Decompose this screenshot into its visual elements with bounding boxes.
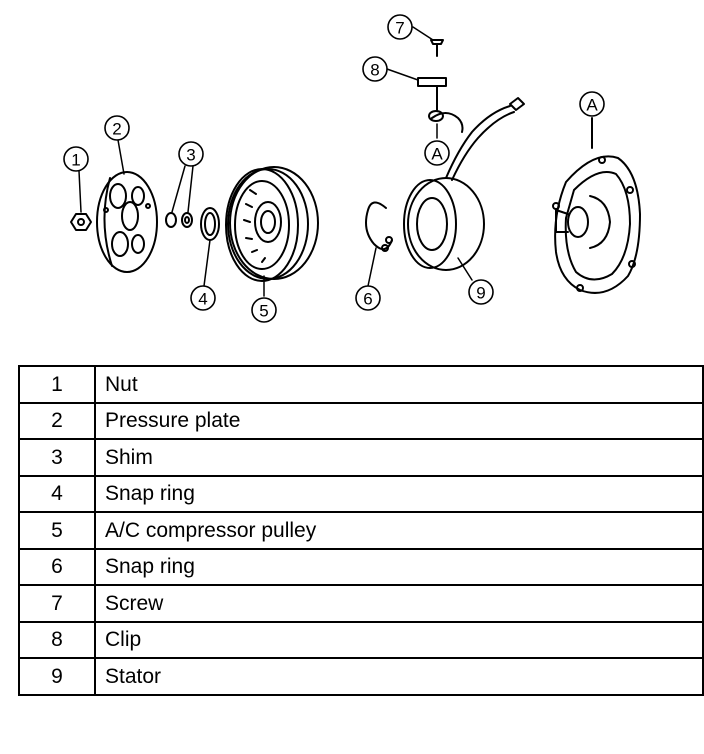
- stator-part: [403, 97, 525, 271]
- snap-ring-part-4: [200, 207, 220, 241]
- callout-5-circle: [251, 297, 277, 323]
- part-name-cell: Snap ring: [94, 474, 704, 513]
- exploded-view-diagram: 1 2 3 4 5 6 7 8 9 A A: [63, 14, 641, 323]
- callout-9-circle: [468, 279, 494, 305]
- callout-8-label: 8: [370, 61, 379, 80]
- pressure-plate-part: [96, 171, 158, 273]
- callout-9-label: 9: [476, 284, 485, 303]
- part-number-cell: 3: [18, 438, 96, 477]
- part-name-cell: Stator: [94, 657, 704, 696]
- callout-3-circle: [178, 141, 204, 167]
- part-name-cell: Clip: [94, 620, 704, 659]
- callout-2-label: 2: [112, 120, 121, 139]
- table-row: 8 Clip: [18, 620, 704, 659]
- shim-part: [165, 212, 193, 228]
- part-number-cell: 9: [18, 657, 96, 696]
- callout-6-label: 6: [363, 290, 372, 309]
- part-number-cell: 4: [18, 474, 96, 513]
- part-number-cell: 5: [18, 511, 96, 550]
- callout-6-circle: [355, 285, 381, 311]
- part-number-cell: 2: [18, 401, 96, 440]
- part-name-cell: A/C compressor pulley: [94, 511, 704, 550]
- table-row: 3 Shim: [18, 438, 704, 477]
- reference-a-circle-2: [579, 91, 605, 117]
- part-name-cell: Nut: [94, 365, 704, 404]
- callout-7-label: 7: [395, 19, 404, 38]
- compressor-body-part: [552, 117, 641, 294]
- callout-4-label: 4: [198, 290, 207, 309]
- table-row: 7 Screw: [18, 584, 704, 623]
- table-row: 5 A/C compressor pulley: [18, 511, 704, 550]
- part-name-cell: Snap ring: [94, 547, 704, 586]
- callout-7-circle: [387, 14, 413, 40]
- part-name-cell: Screw: [94, 584, 704, 623]
- part-number-cell: 8: [18, 620, 96, 659]
- callout-5-label: 5: [259, 302, 268, 321]
- callout-8-circle: [362, 56, 388, 82]
- leader-lines: [78, 26, 473, 297]
- callout-2-circle: [104, 115, 130, 141]
- part-name-cell: Shim: [94, 438, 704, 477]
- reference-a-label-1: A: [431, 145, 443, 164]
- callout-1-label: 1: [71, 151, 80, 170]
- table-row: 2 Pressure plate: [18, 401, 704, 440]
- callout-3-label: 3: [186, 146, 195, 165]
- table-row: 6 Snap ring: [18, 547, 704, 586]
- screw-part: [430, 39, 444, 57]
- reference-a-circle-1: [424, 140, 450, 166]
- parts-legend-table: 1 Nut 2 Pressure plate 3 Shim 4 Snap rin…: [18, 365, 704, 696]
- part-number-cell: 1: [18, 365, 96, 404]
- compressor-pulley-part: [225, 166, 319, 282]
- reference-a-label-2: A: [586, 96, 598, 115]
- part-number-cell: 6: [18, 547, 96, 586]
- part-name-cell: Pressure plate: [94, 401, 704, 440]
- callout-1-circle: [63, 146, 89, 172]
- part-number-cell: 7: [18, 584, 96, 623]
- table-row: 4 Snap ring: [18, 474, 704, 513]
- snap-ring-part-6: [365, 201, 393, 252]
- table-row: 1 Nut: [18, 365, 704, 404]
- nut-part: [70, 213, 92, 231]
- callout-4-circle: [190, 285, 216, 311]
- clip-part: [417, 77, 447, 111]
- table-row: 9 Stator: [18, 657, 704, 696]
